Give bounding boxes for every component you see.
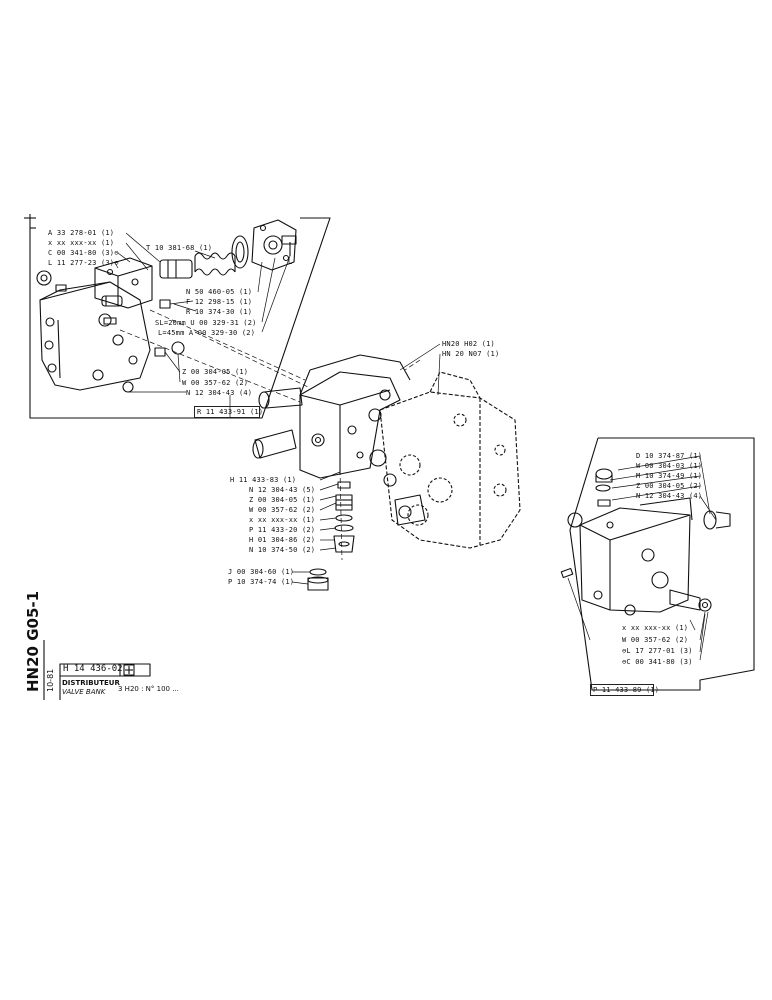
part-label: T 10 381-68 (1)	[146, 244, 213, 252]
part-label: C 00 341-80 (3)⊖	[48, 249, 119, 257]
assembly-ref-label: P 11 433-89 (1)	[593, 686, 660, 694]
right-valve-block	[560, 468, 731, 616]
spring-assembly	[159, 219, 297, 279]
part-label: N 10 374-50 (2)	[249, 546, 316, 554]
part-label: ⊖L 17 277-01 (3)	[622, 647, 693, 655]
part-label: Z 00 304-05 (2)	[636, 482, 703, 490]
part-label: P 11 433-20 (2)	[249, 526, 316, 534]
part-number: H 14 436-02	[63, 664, 123, 674]
part-label: N 50 460-05 (1)	[186, 288, 253, 296]
revision-badge-icon	[123, 664, 135, 676]
title-en: VALVE BANK	[62, 688, 106, 696]
part-label: x xx xxx-xx (1)	[249, 516, 316, 524]
part-label: N 12 304-43 (4)	[186, 389, 253, 397]
part-label: H 11 433-83 (1)	[230, 476, 297, 484]
part-label: Z 00 304-05 (1)	[182, 368, 249, 376]
screw-z	[154, 347, 166, 357]
right-detail-frame	[569, 437, 755, 691]
ref-label: HN20 H02 (1)	[442, 340, 495, 348]
part-label: P 10 374-74 (1)	[228, 578, 295, 586]
left-valve-block	[36, 257, 153, 391]
part-label: F 12 298-15 (1)	[186, 298, 253, 306]
assembly-ref-label: R 11 433-91 (1)	[197, 408, 264, 416]
dimension-label: L	[288, 258, 292, 266]
sheet-code: HN20 G05-1	[24, 590, 42, 692]
part-label: R 10 374-30 (1)	[186, 308, 253, 316]
center-valve-bank	[252, 354, 521, 549]
oring-w	[171, 341, 185, 355]
registration-mark-icon	[24, 214, 36, 228]
assembly-ref-box: P 11 433-89 (1)	[590, 684, 659, 696]
title-block-lines	[43, 640, 151, 700]
part-label: D 10 374-87 (1)	[636, 452, 703, 460]
part-label: SL=20mm U 00 329-31 (2)	[155, 319, 257, 327]
left-detail-frame	[29, 217, 331, 419]
part-label: x xx xxx-xx (1)	[622, 624, 689, 632]
ref-label: HN 20 N07 (1)	[442, 350, 500, 358]
part-label: L 11 277-23 (3)⊖	[48, 259, 119, 267]
part-label: W 00 357-62 (2)	[249, 506, 316, 514]
part-label: J 00 304-60 (1)	[228, 568, 295, 576]
model-range: 3 H20 : N° 100 ...	[118, 685, 179, 693]
part-label: A 33 278-01 (1)	[48, 229, 115, 237]
screw-r	[159, 299, 171, 309]
part-label: H 01 304-86 (2)	[249, 536, 316, 544]
assembly-ref-box: R 11 433-91 (1)	[194, 406, 264, 418]
part-label: Z 00 304-05 (1)	[249, 496, 316, 504]
part-label: W 00 357-62 (2)	[182, 379, 249, 387]
screw-sl	[103, 317, 117, 325]
part-label: W 00 304-03 (1)	[636, 462, 703, 470]
part-label: x xx xxx-xx (1)	[48, 239, 115, 247]
title-fr: DISTRIBUTEUR	[62, 679, 120, 687]
oring-n	[122, 381, 134, 393]
part-label: ⊖C 00 341-80 (3)	[622, 658, 693, 666]
part-label: N 12 304-43 (5)	[249, 486, 316, 494]
sheet-date: 10-81	[46, 668, 55, 692]
part-label: W 00 357-62 (2)	[622, 636, 689, 644]
part-label: N 12 304-43 (4)	[636, 492, 703, 500]
part-label: L=45mm A 00 329-30 (2)	[158, 329, 256, 337]
part-label: M 10 374-49 (1)	[636, 472, 703, 480]
